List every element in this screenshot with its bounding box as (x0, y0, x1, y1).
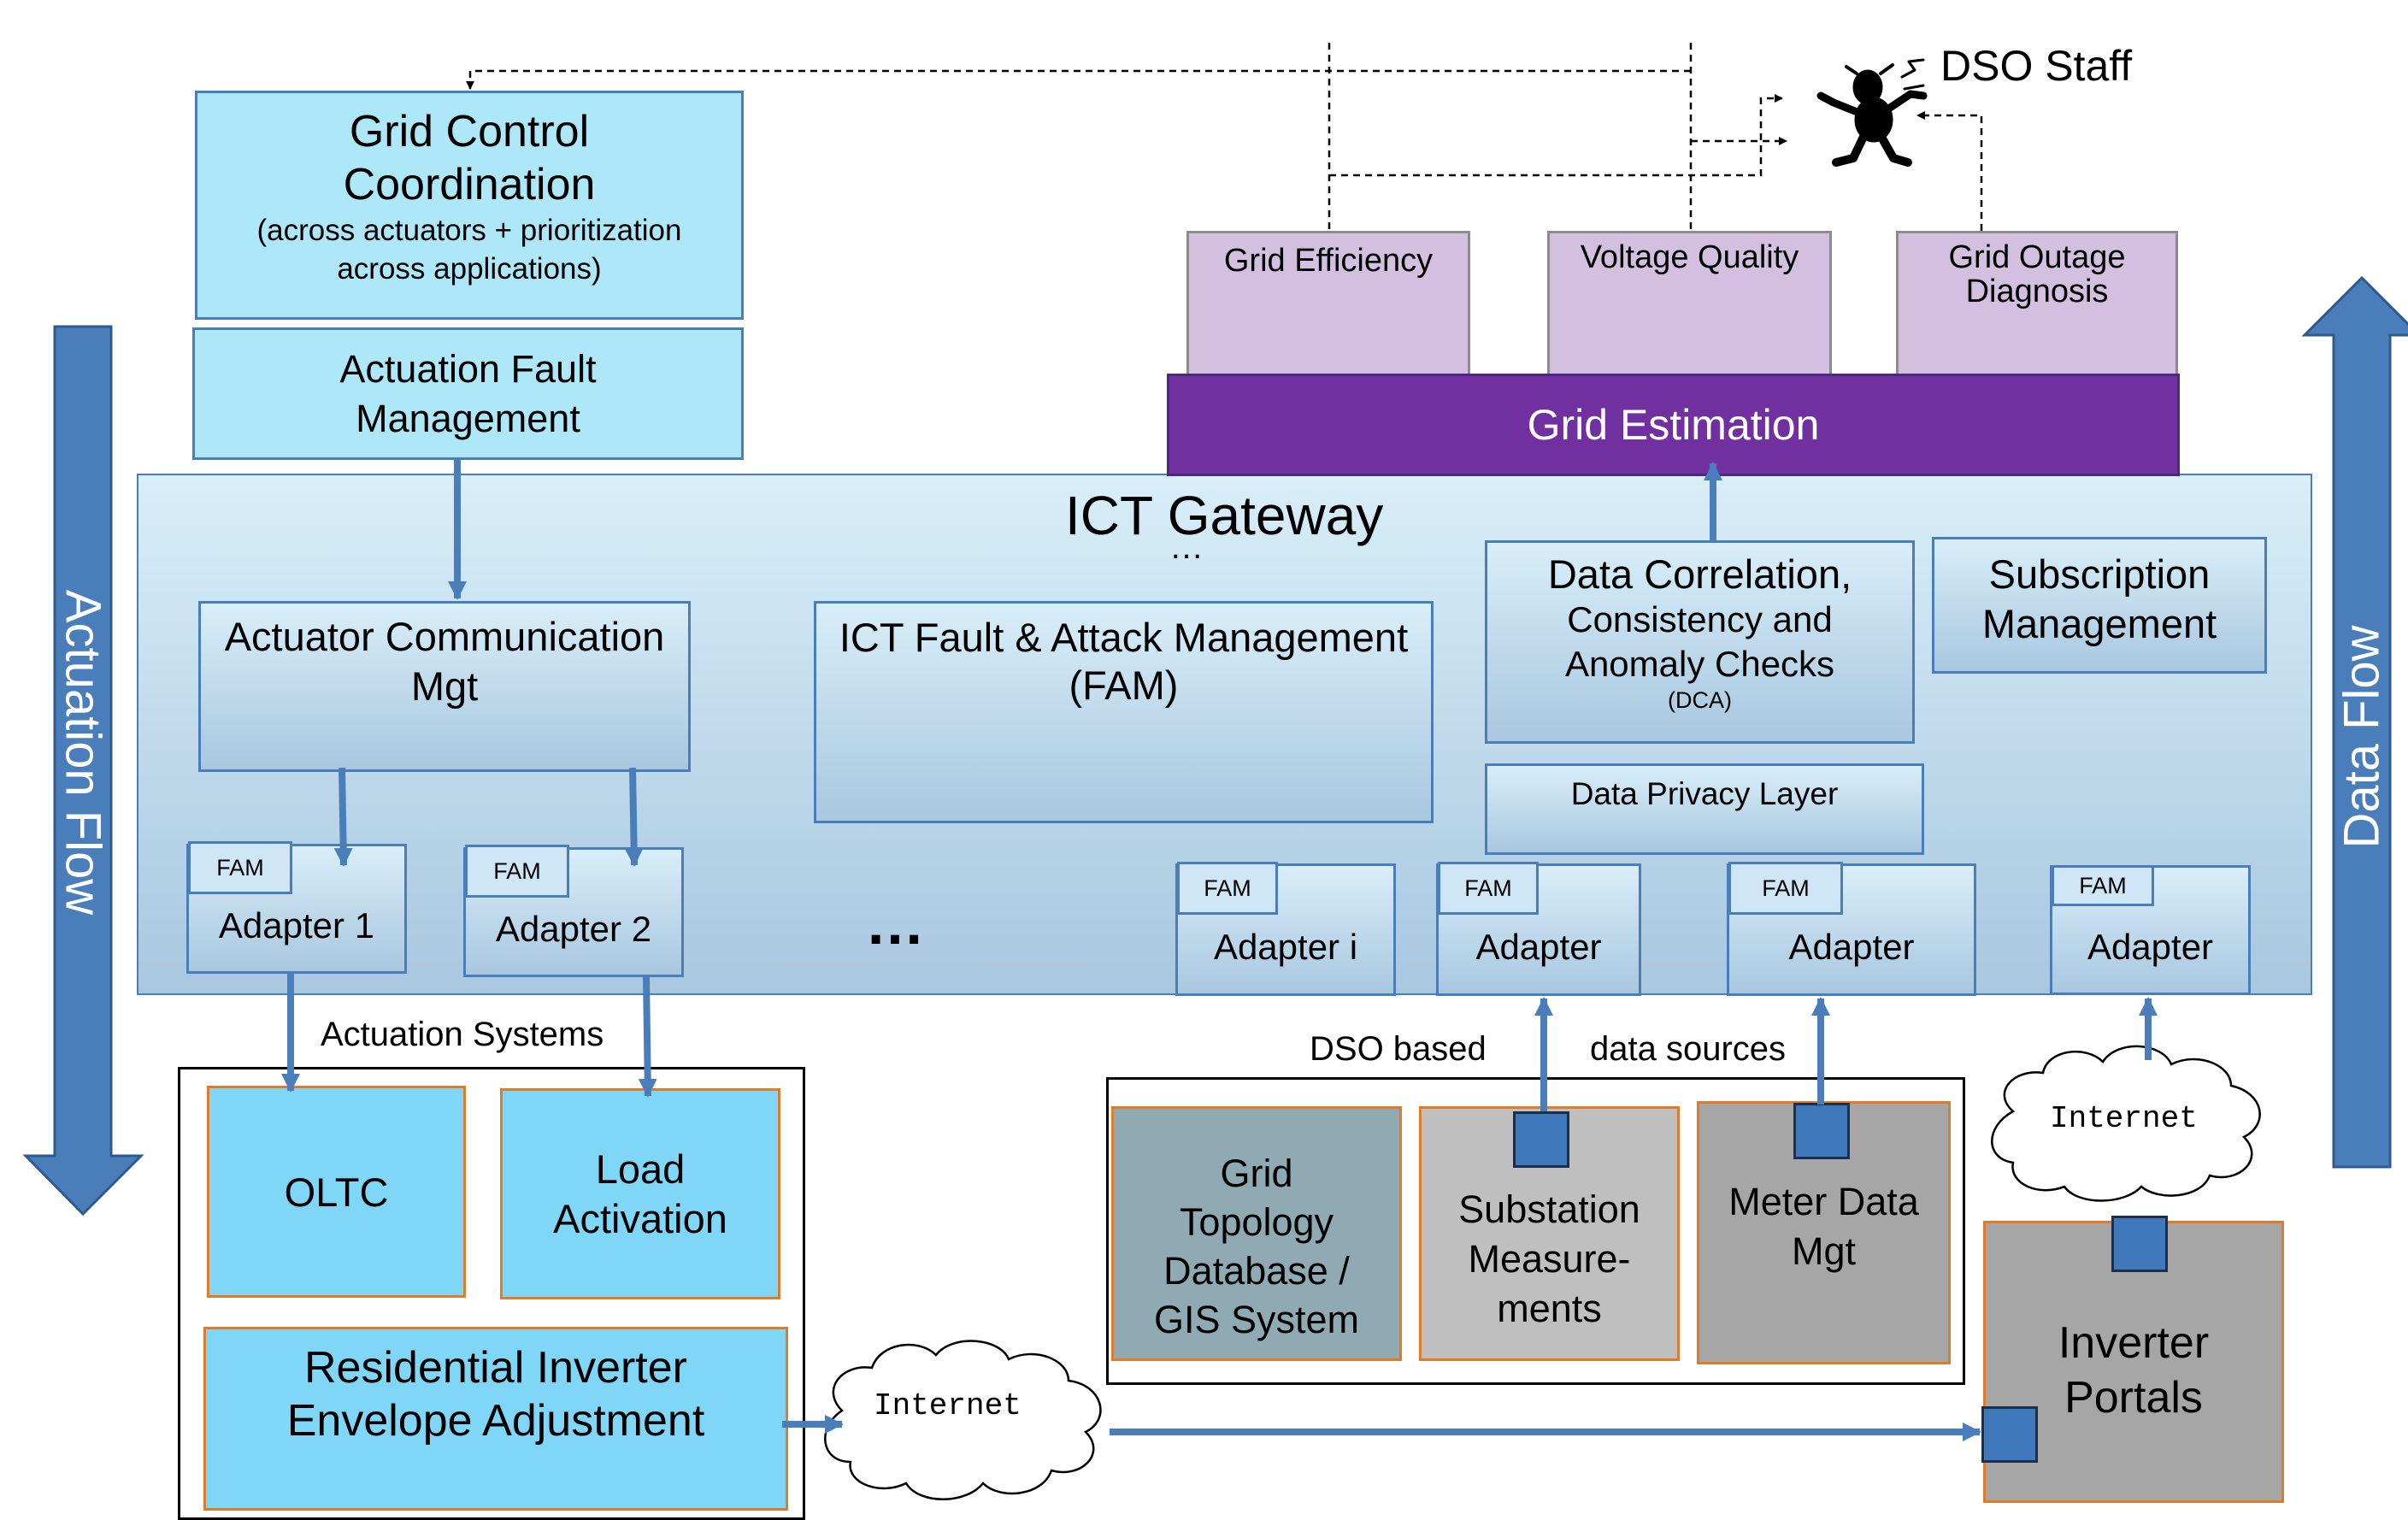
afm-line-2: Management (356, 396, 580, 440)
ict-fault-attack-management: ICT Fault & Attack Management (FAM) (814, 601, 1434, 823)
meter-line-2: Mgt (1791, 1229, 1856, 1273)
topology-line-4: GIS System (1153, 1298, 1360, 1341)
adapter-i: Adapter i (1175, 863, 1396, 996)
topology-line-1: Grid (1220, 1152, 1293, 1195)
dso-staff-label: DSO Staff (1940, 42, 2133, 90)
fam-mgmt-line-2: (FAM) (1069, 663, 1179, 708)
portals-line-1: Inverter (2058, 1318, 2210, 1368)
grid-efficiency-label: Grid Efficiency (1223, 243, 1434, 279)
load-line-2: Activation (553, 1195, 727, 1241)
grid-topology-box: Grid Topology Database / GIS System (1111, 1106, 1402, 1361)
ict-gateway-title-dots: … (1169, 528, 1204, 566)
data-privacy-layer: Data Privacy Layer (1485, 763, 1924, 855)
fam-tag: FAM (2052, 865, 2154, 906)
internet-label-right: Internet (2050, 1101, 2198, 1136)
grid-estimation-label: Grid Estimation (1527, 401, 1820, 449)
grid-outage-diagnosis-app: Grid Outage Diagnosis (1896, 231, 2178, 378)
fam-tag: FAM (1177, 862, 1278, 915)
adapter-2-label: Adapter 2 (495, 909, 652, 949)
fam-mgmt-line-1: ICT Fault & Attack Management (839, 615, 1409, 660)
oltc-box: OLTC (207, 1086, 466, 1298)
gcc-sub-1: (across actuators + prioritization (256, 214, 682, 247)
adapter-meter-label: Adapter (1788, 926, 1915, 967)
dca-line-2: Consistency and (1567, 599, 1833, 639)
gcc-title-1: Grid Control (349, 107, 590, 156)
afm-line-1: Actuation Fault (339, 346, 597, 391)
internet-label-left: Internet (874, 1388, 1021, 1423)
topology-line-2: Topology (1179, 1200, 1334, 1244)
cloud-icon (824, 1340, 1102, 1500)
substation-line-2: Measure- (1468, 1237, 1631, 1281)
adapter-1-label: Adapter 1 (218, 905, 375, 946)
fam-tag: FAM (465, 845, 569, 898)
adapter-i-label: Adapter i (1213, 926, 1358, 967)
voltage-quality-app: Voltage Quality (1547, 231, 1832, 378)
ict-gateway-title: ICT Gateway (1065, 485, 1384, 546)
adapter-substation-label: Adapter (1475, 926, 1602, 967)
fam-tag: FAM (1728, 862, 1843, 915)
actuation-fault-management: Actuation Fault Management (192, 327, 744, 460)
gcc-sub-2: across applications) (337, 252, 602, 286)
grid-estimation-bar: Grid Estimation (1167, 374, 2180, 476)
actuator-communication-mgt: Actuator Communication Mgt (198, 601, 691, 772)
dca-line-4: (DCA) (1668, 687, 1732, 713)
inverter-env-line-2: Envelope Adjustment (286, 1396, 705, 1446)
load-activation-box: Load Activation (500, 1088, 780, 1299)
substation-connector (1513, 1111, 1569, 1168)
substation-line-1: Substation (1458, 1187, 1640, 1231)
grid-control-coordination: Grid Control Coordination (across actuat… (195, 91, 744, 320)
acm-line-1: Actuator Communication (224, 614, 665, 659)
subscription-line-1: Subscription (1988, 551, 2211, 597)
topology-line-3: Database / (1163, 1249, 1350, 1293)
grid-outage-label-1: Grid Outage (1948, 239, 2126, 275)
fam-tag: FAM (1438, 862, 1539, 915)
gcc-title-2: Coordination (343, 160, 596, 209)
cloud-icon (1991, 1045, 2261, 1202)
grid-outage-label-2: Diagnosis (1965, 274, 2109, 309)
portal-top-connector (2111, 1216, 2168, 1272)
oltc-label: OLTC (284, 1169, 389, 1215)
data-privacy-label: Data Privacy Layer (1570, 776, 1839, 811)
dso-based-label: DSO based (1310, 1030, 1487, 1068)
substation-line-3: ments (1497, 1287, 1602, 1330)
actuation-systems-label: Actuation Systems (321, 1016, 604, 1053)
subscription-line-2: Management (1981, 601, 2217, 646)
dca-line-3: Anomaly Checks (1564, 644, 1835, 684)
dca-line-1: Data Correlation, (1547, 551, 1852, 597)
portals-line-2: Portals (2064, 1373, 2203, 1423)
residential-inverter-envelope-box: Residential Inverter Envelope Adjustment (203, 1327, 788, 1511)
inverter-env-line-1: Residential Inverter (304, 1343, 687, 1393)
data-sources-label: data sources (1590, 1030, 1787, 1068)
adapter-ellipsis: … (865, 890, 925, 957)
portal-left-connector (1981, 1406, 2038, 1463)
subscription-management: Subscription Management (1932, 537, 2267, 674)
data-correlation-checks: Data Correlation, Consistency and Anomal… (1485, 540, 1915, 744)
load-line-1: Load (595, 1146, 686, 1192)
meter-line-1: Meter Data (1728, 1180, 1919, 1223)
acm-line-2: Mgt (410, 663, 479, 709)
voltage-quality-label: Voltage Quality (1580, 239, 1799, 275)
inverter-portals-box: Inverter Portals (1983, 1221, 2284, 1503)
adapter-inverter-label: Adapter (2087, 927, 2214, 967)
fam-tag: FAM (188, 841, 292, 894)
